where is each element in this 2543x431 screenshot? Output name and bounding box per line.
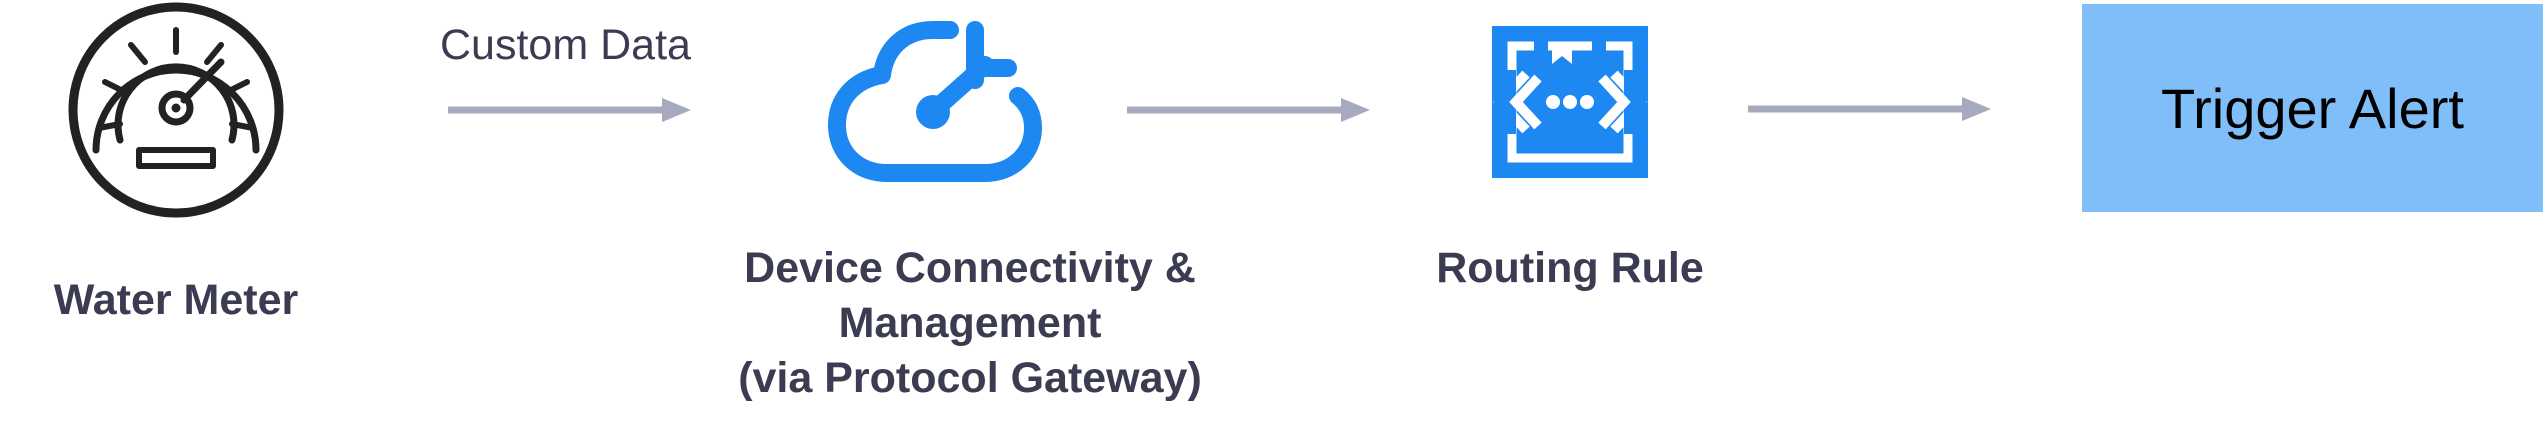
routing-rule-icon [1492,26,1648,178]
trigger-alert-label: Trigger Alert [2161,76,2464,140]
node-label-water-meter: Water Meter [53,276,299,324]
arrow-meter-to-connectivity [448,98,691,122]
node-label-routing-rule: Routing Rule [1436,244,1704,292]
arrow-connectivity-to-routing [1127,98,1370,122]
arrow-routing-to-alert [1748,97,1991,121]
node-label-line: Device Connectivity & [744,244,1196,292]
trigger-alert-box: Trigger Alert [2082,4,2543,212]
node-label-line: (via Protocol Gateway) [738,354,1202,402]
speedometer-icon [68,2,284,218]
node-label-device-connectivity: Device Connectivity & Management (via Pr… [680,241,1260,406]
node-label-line: Management [838,299,1102,347]
edge-label-custom-data: Custom Data [440,21,691,69]
cloud-icon [828,21,1042,182]
